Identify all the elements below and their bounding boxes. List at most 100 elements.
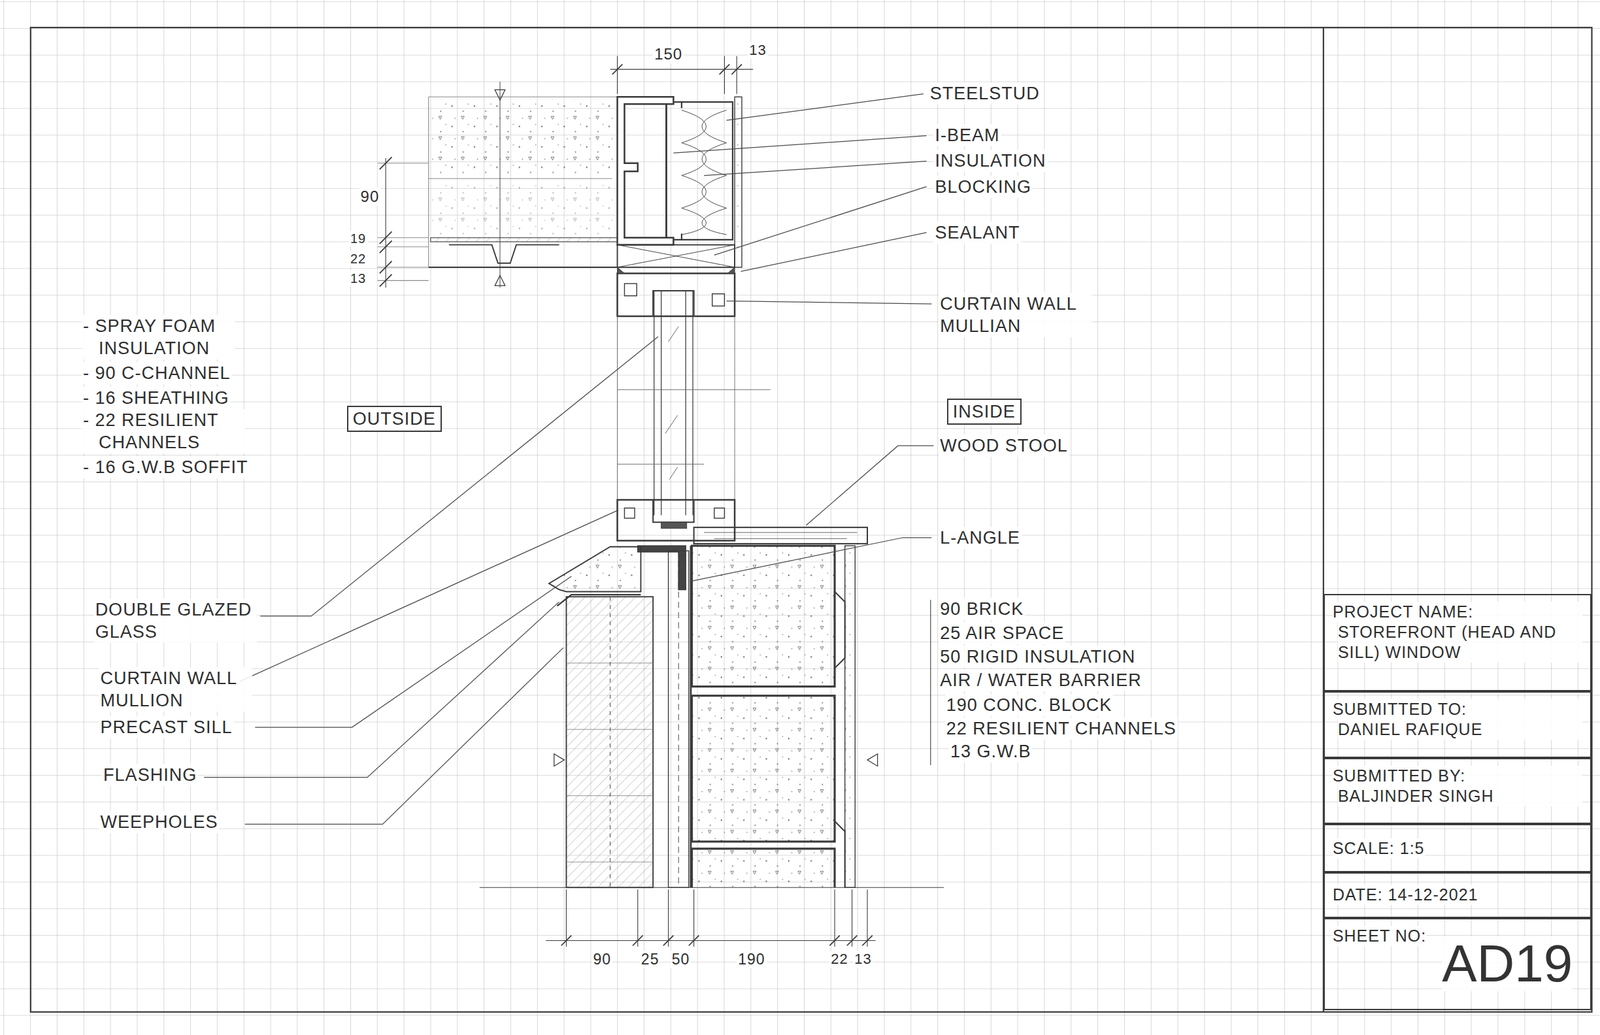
leader-lines [239,510,619,682]
sheet-frame [30,27,1593,1013]
wall-section [712,294,725,307]
dimension: 13 [349,270,368,287]
assembly-note: - SPRAY FOAM INSULATION [81,315,235,360]
assembly-note: - 16 SHEATHING [81,386,231,410]
wall-section [617,245,736,268]
dimension: 50 [670,950,692,969]
wall-section [617,316,771,500]
cell-heading: OUTSIDE [352,408,436,430]
dimension-lines [930,600,931,766]
title-cell: DATE: 14-12-2021 [1323,872,1593,919]
cell-value: DANIEL RAFIQUE [1337,719,1584,740]
assembly-note: - 90 C-CHANNEL [81,362,233,385]
wall-section [654,290,693,516]
assembly-note: 25 AIR SPACE [938,622,1066,645]
dimension-lines [377,56,944,948]
part-label: INSULATION [933,149,1048,172]
assembly-note: AIR / WATER BARRIER [938,669,1144,692]
dimension-lines [561,935,873,947]
dimension: 19 [349,230,368,247]
part-label: WOOD STOOL [938,434,1070,457]
part-label: CURTAIN WALL MULLIAN [938,292,1092,338]
wall-section [449,245,560,264]
wall-section [624,283,637,297]
wall-section [845,545,856,888]
title-cell: SHEET NO: AD19 [1323,918,1593,1011]
dimension: 22 [829,950,850,968]
region-tag: OUTSIDE [347,405,442,433]
leader-lines [726,94,924,121]
wall-section [691,696,835,842]
cell-heading: DATE: 14-12-2021 [1332,884,1479,906]
wall-section [665,103,668,238]
part-label: L-ANGLE [938,526,1022,550]
wall-section [617,96,674,245]
leader-lines [714,186,927,256]
title-cell: PROJECT NAME:STOREFRONT (HEAD AND SILL) … [1323,594,1593,693]
dimension-lines [479,887,944,889]
cell-heading: PROJECT NAME: [1332,601,1584,623]
title-cell: SUBMITTED TO:DANIEL RAFIQUE [1323,691,1593,758]
region-tag: INSIDE [947,398,1022,425]
assembly-note: - 16 G.W.B SOFFIT [81,456,250,479]
leader-lines [260,336,659,617]
wall-section [549,547,642,593]
wall-section [714,507,725,519]
part-label: CURTAIN WALL MULLION [98,667,252,712]
dimension-lines [545,940,876,942]
part-label: PRECAST SILL [98,716,234,739]
assembly-note: 50 RIGID INSULATION [938,645,1137,668]
cell-heading: SUBMITTED BY: [1332,766,1584,787]
wall-section [430,98,616,177]
wall-section [428,266,618,268]
assembly-note: 90 BRICK [938,598,1025,621]
part-label: BLOCKING [933,175,1033,199]
dimension-lines [610,69,754,70]
title-cell: SCALE: 1:5 [1323,824,1593,872]
wall-section [617,273,736,317]
wall-section [566,663,653,863]
dimension: 25 [639,950,661,969]
leader-lines [203,601,559,778]
leader-lines [203,94,934,825]
sheet-frame [30,27,1593,1013]
part-label: DOUBLE GLAZED GLASS [94,598,258,644]
wall-section [691,849,835,888]
wall-section [617,267,736,274]
assembly-note: 22 RESILIENT CHANNELS [945,717,1178,740]
wall-section [734,96,742,268]
wall-section [678,550,680,888]
assembly-note: 190 CONC. BLOCK [945,694,1114,717]
dimension-lines [379,156,393,287]
cell-value: STOREFRONT (HEAD AND SILL) WINDOW [1337,622,1584,663]
cell-heading: SCALE: 1:5 [1332,838,1425,859]
cell-heading: SHEET NO: [1332,926,1427,947]
wall-section [691,545,835,687]
part-label: STEELSTUD [928,82,1042,105]
leader-lines [673,135,927,154]
wall-section [673,101,733,240]
cell-value: AD19 [1441,936,1573,992]
leader-lines [740,232,927,272]
cell-heading: SUBMITTED TO: [1332,699,1584,720]
part-label: I-BEAM [933,124,1001,147]
wall-section [694,527,868,544]
part-label: FLASHING [101,764,199,787]
assembly-note: - 22 RESILIENT CHANNELS [81,409,246,454]
dimension: 150 [652,45,684,64]
wall-section [554,754,878,767]
wall-section [617,500,736,541]
wall-section [668,550,689,888]
leader-lines [254,576,572,728]
wall-section [428,96,618,268]
leader-lines [703,161,927,176]
dimension-lines [566,889,868,947]
dimension: 13 [747,41,768,59]
cell-heading: INSIDE [952,401,1016,423]
dimension: 13 [852,950,873,968]
wall-section [652,290,694,317]
leader-lines [805,445,934,526]
